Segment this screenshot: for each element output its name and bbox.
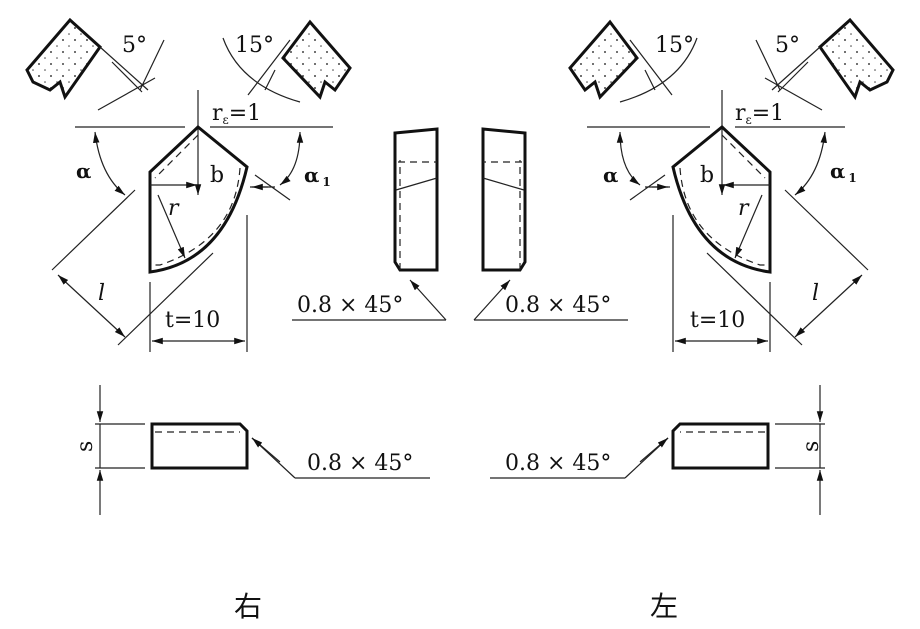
alpha-label: α	[603, 163, 618, 187]
chamfer-label-bottom: 0.8 × 45°	[505, 451, 611, 476]
t-label: t=10	[165, 308, 220, 333]
s-label: s	[799, 441, 824, 452]
s-label: s	[73, 441, 98, 452]
caption-right: 右	[234, 590, 262, 623]
chamfer-label-bottom: 0.8 × 45°	[307, 451, 413, 476]
chamfer-label: 0.8 × 45°	[505, 293, 611, 318]
nose-radius-label: rε=1	[735, 101, 784, 127]
l-label: l	[98, 281, 105, 306]
angle-5-label: 5°	[775, 33, 800, 58]
l-label: l	[812, 281, 819, 306]
r-label: r	[168, 196, 180, 221]
b-label: b	[210, 163, 224, 188]
caption-left: 左	[650, 590, 678, 623]
chamfer-label: 0.8 × 45°	[297, 293, 403, 318]
t-label: t=10	[690, 308, 745, 333]
angle-5-label: 5°	[122, 33, 147, 58]
alpha-label: α	[76, 159, 91, 183]
angle-15-label: 15°	[655, 33, 694, 58]
left-hand-tool-geometry	[474, 20, 893, 515]
r-label: r	[738, 196, 750, 221]
b-label: b	[700, 163, 714, 188]
angle-15-label: 15°	[235, 33, 274, 58]
nose-radius-label: rε=1	[212, 101, 261, 127]
